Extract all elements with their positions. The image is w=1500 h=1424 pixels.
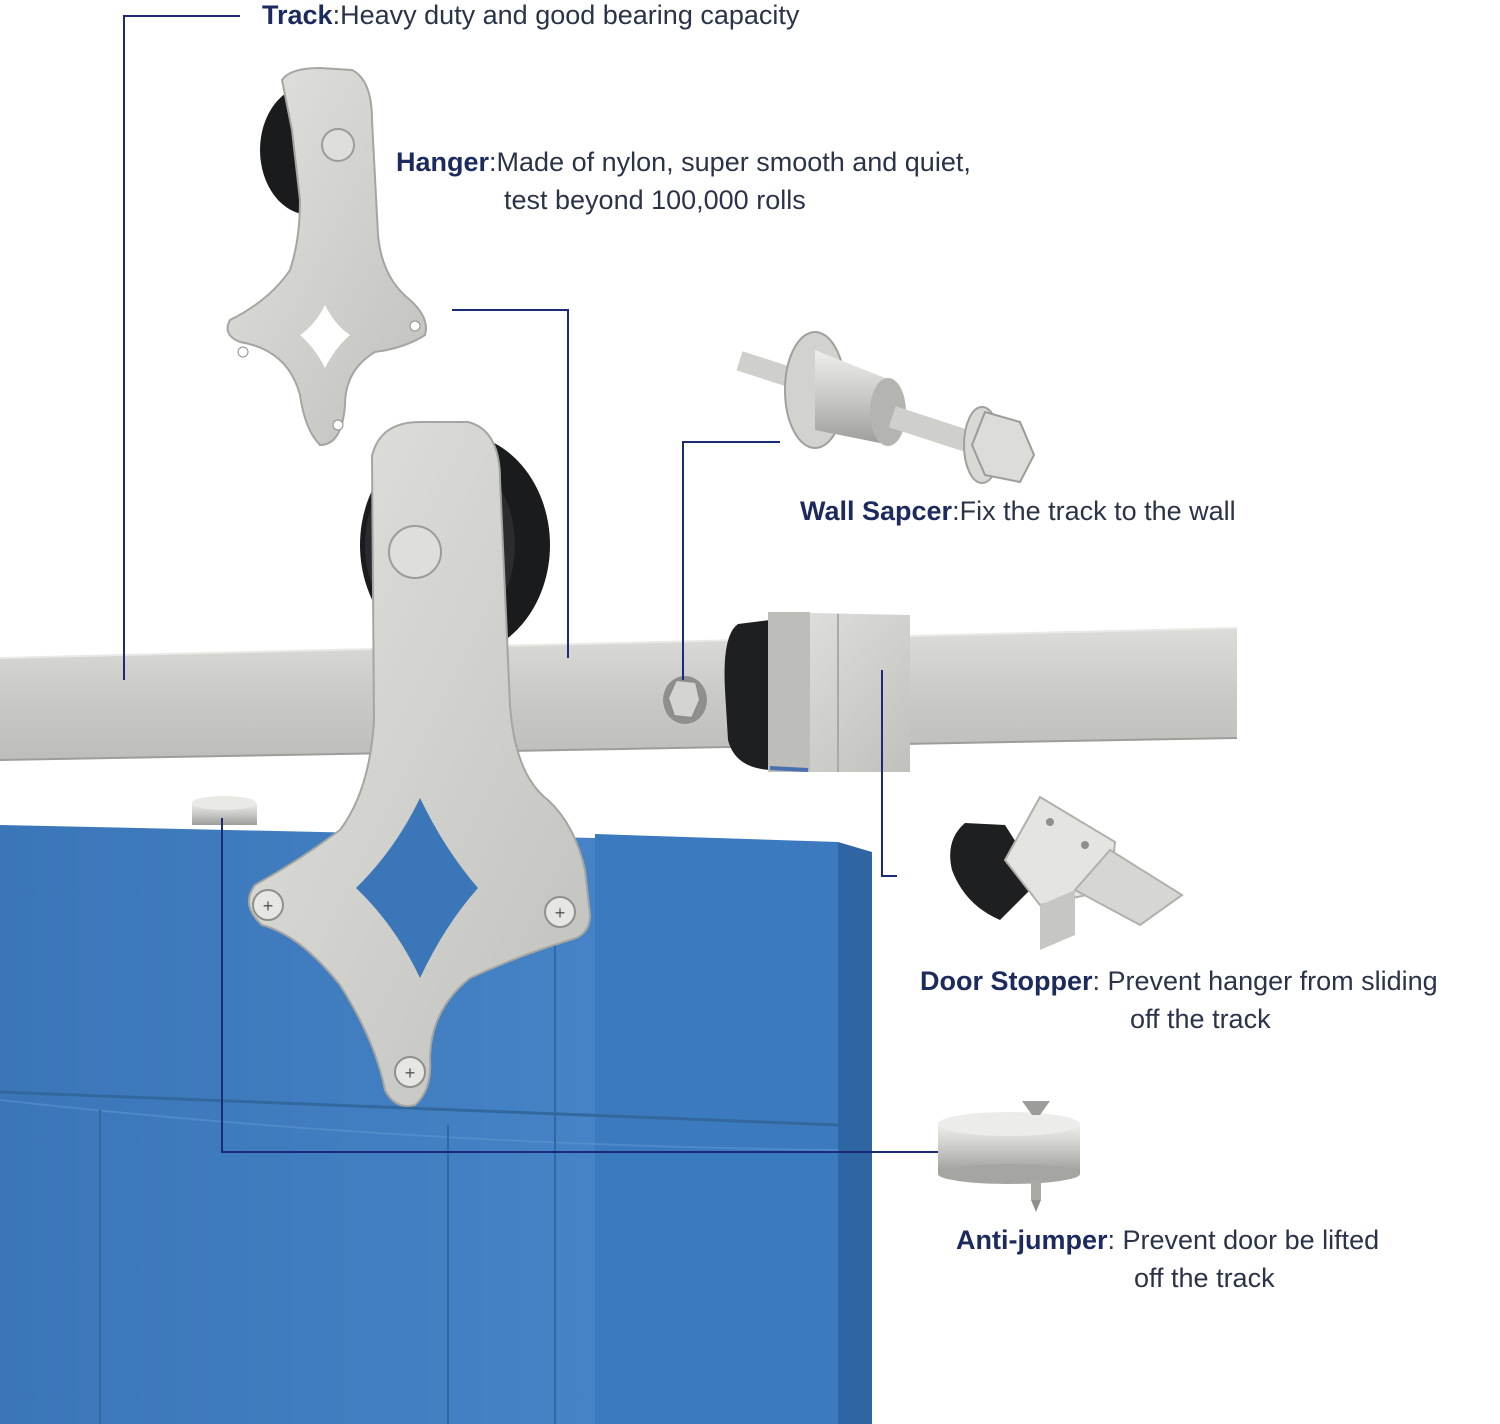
- svg-text:+: +: [405, 1063, 416, 1083]
- label-stopper-desc2: off the track: [1130, 1004, 1271, 1034]
- label-stopper-name: Door Stopper: [920, 966, 1093, 996]
- leader-hanger: [452, 309, 569, 658]
- label-track: Track:Heavy duty and good bearing capaci…: [262, 0, 800, 30]
- anti-jumper-on-door: [192, 796, 257, 825]
- label-hanger: Hanger:Made of nylon, super smooth and q…: [396, 143, 971, 219]
- label-anti-name: Anti-jumper: [956, 1225, 1108, 1255]
- label-track-desc: Heavy duty and good bearing capacity: [340, 0, 800, 30]
- label-track-name: Track: [262, 0, 333, 30]
- track: [0, 627, 1238, 761]
- door-stopper-icon: [950, 795, 1184, 950]
- svg-text:+: +: [263, 896, 274, 916]
- screw-icon: [1022, 1101, 1050, 1212]
- label-hanger-name: Hanger: [396, 147, 490, 177]
- door-stopper-on-track: [724, 612, 910, 772]
- label-wall-spacer: Wall Sapcer:Fix the track to the wall: [800, 496, 1236, 526]
- label-hanger-desc2: test beyond 100,000 rolls: [504, 185, 806, 215]
- label-anti-jumper: Anti-jumper: Prevent door be lifted off …: [956, 1221, 1379, 1297]
- leader-track: [123, 15, 240, 680]
- label-spacer-name: Wall Sapcer: [800, 496, 953, 526]
- label-hanger-desc: Made of nylon, super smooth and quiet,: [496, 147, 971, 177]
- hanger-icon: + + +: [247, 421, 592, 1107]
- leader-anti: [221, 818, 938, 1153]
- label-stopper-desc: Prevent hanger from sliding: [1100, 966, 1438, 996]
- label-door-stopper: Door Stopper: Prevent hanger from slidin…: [920, 962, 1438, 1038]
- leader-stopper: [881, 670, 897, 877]
- label-anti-desc: Prevent door be lifted: [1115, 1225, 1380, 1255]
- wall-spacer-icon: [736, 331, 1036, 484]
- leader-spacer: [682, 441, 780, 680]
- bolt-icon: [663, 676, 707, 724]
- hanger-detail-icon: [226, 66, 427, 447]
- svg-text:+: +: [555, 903, 566, 923]
- label-anti-desc2: off the track: [1134, 1263, 1275, 1293]
- anti-jumper-icon: [938, 1112, 1080, 1184]
- leader-lines: [123, 15, 938, 1153]
- label-spacer-desc: Fix the track to the wall: [959, 496, 1236, 526]
